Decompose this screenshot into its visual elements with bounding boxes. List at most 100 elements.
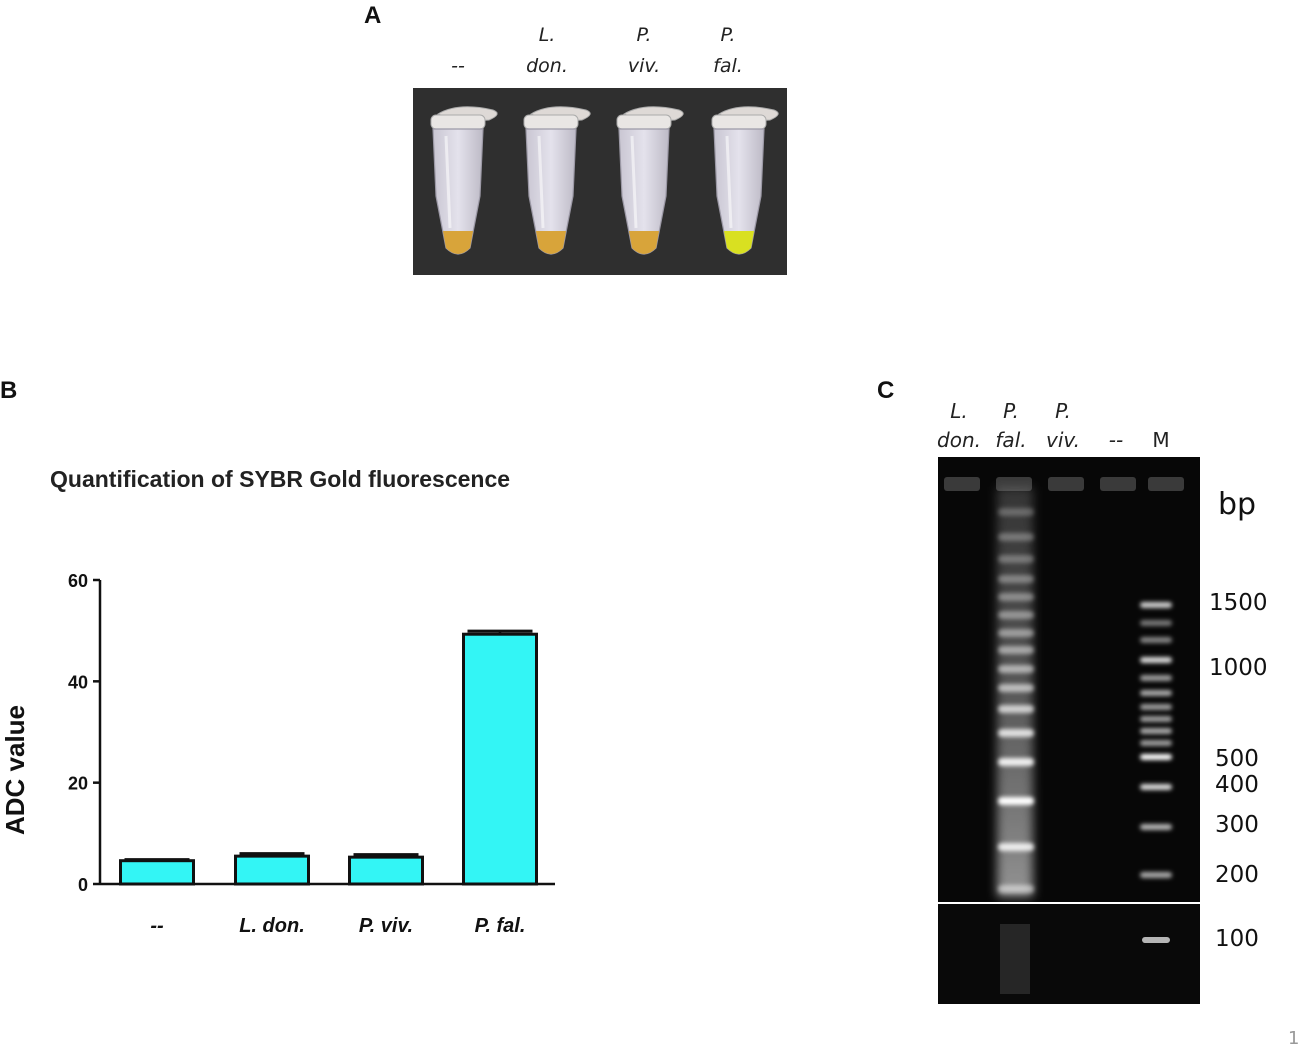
gel-band <box>998 758 1034 766</box>
marker-band <box>1140 637 1172 643</box>
marker-band <box>1140 728 1172 734</box>
marker-band <box>1140 754 1172 760</box>
x-tick-label: L. don. <box>239 915 305 937</box>
y-tick-label: 60 <box>68 571 88 591</box>
marker-label-100: 100 <box>1215 926 1259 952</box>
tube-1 <box>430 106 498 255</box>
gel-band <box>998 797 1034 805</box>
marker-label-300: 300 <box>1215 812 1259 838</box>
tube-label-p-viv: P. viv. <box>609 20 679 82</box>
gel-well <box>1048 477 1084 491</box>
marker-band <box>1140 704 1172 710</box>
x-tick-label: P. viv. <box>359 915 413 937</box>
tube-label-line2: fal. <box>713 55 743 77</box>
tube-label-line1: P. <box>636 24 652 46</box>
lane-label-l-don: L. don. <box>929 397 989 455</box>
gel-image-upper <box>938 457 1200 902</box>
gel-smear-lower <box>1000 924 1030 994</box>
marker-label-500: 500 <box>1215 746 1259 772</box>
lane-label-line1: P. <box>1003 399 1019 423</box>
lane-label-line2: -- <box>1108 428 1124 452</box>
chart-marks: 0 20 40 60 -- L. don. P. viv. P. fal. <box>68 571 555 937</box>
marker-band-100 <box>1142 937 1170 943</box>
gel-lower-svg <box>1000 924 1170 994</box>
gel-band <box>998 533 1034 541</box>
panel-c-letter: C <box>877 377 895 404</box>
gel-upper-svg <box>944 477 1184 897</box>
chart-title: Quantification of SYBR Gold fluorescence <box>50 466 510 492</box>
gel-band <box>998 575 1034 583</box>
marker-band <box>1140 824 1172 830</box>
tube-photo <box>413 88 787 275</box>
gel-band <box>998 665 1034 673</box>
gel-band <box>998 611 1034 619</box>
gel-band <box>998 646 1034 654</box>
panel-a-letter: A <box>364 2 382 29</box>
gel-band <box>998 629 1034 637</box>
tube-label-line2: don. <box>526 55 568 77</box>
page-number: 1 <box>1288 1028 1299 1049</box>
panel-b-letter: B <box>0 377 18 404</box>
tube-2 <box>523 106 591 255</box>
marker-band <box>1140 740 1172 746</box>
tube-4 <box>711 106 779 255</box>
y-axis-label: ADC value <box>0 705 30 835</box>
bar-chart: Quantification of SYBR Gold fluorescence… <box>0 466 555 937</box>
y-tick-label: 20 <box>68 774 88 794</box>
tube-label-p-fal: P. fal. <box>693 20 763 82</box>
marker-band <box>1140 620 1172 626</box>
lane-label-line1 <box>1131 397 1191 426</box>
x-tick-label: P. fal. <box>475 915 526 937</box>
tube-photo-svg <box>430 106 779 255</box>
lane-label-line2: fal. <box>995 428 1027 452</box>
gel-well <box>1100 477 1136 491</box>
lane-label-negative: -- <box>1086 397 1146 455</box>
marker-band <box>1140 675 1172 681</box>
marker-label-1500: 1500 <box>1209 590 1268 616</box>
lane-label-line2: viv. <box>1046 428 1080 452</box>
lane-label-p-fal: P. fal. <box>981 397 1041 455</box>
gel-well <box>944 477 980 491</box>
marker-band <box>1140 784 1172 790</box>
bar-2 <box>234 854 310 886</box>
y-tick-label: 40 <box>68 672 88 692</box>
x-tick-label: -- <box>150 915 164 937</box>
marker-band <box>1140 716 1172 722</box>
tube-label-line1: L. <box>538 24 556 46</box>
gel-band <box>998 555 1034 563</box>
bar-3 <box>348 855 424 886</box>
lane-label-line1: P. <box>1055 399 1071 423</box>
marker-band <box>1140 872 1172 878</box>
marker-label-1000: 1000 <box>1209 655 1268 681</box>
lane-label-line1: L. <box>950 399 968 423</box>
lane-label-marker: M <box>1131 397 1191 455</box>
tube-label-line1 <box>423 20 493 51</box>
gel-band <box>998 729 1034 737</box>
lane-label-line2: don. <box>937 428 981 452</box>
marker-label-400: 400 <box>1215 772 1259 798</box>
marker-band <box>1140 690 1172 696</box>
gel-band <box>998 843 1034 851</box>
tube-label-line2: -- <box>451 55 465 77</box>
tube-3 <box>616 106 684 255</box>
bp-unit-label: bp <box>1218 487 1257 522</box>
lane-label-p-viv: P. viv. <box>1033 397 1093 455</box>
bar-1 <box>119 859 195 886</box>
tube-label-line1: P. <box>720 24 736 46</box>
gel-well <box>1148 477 1184 491</box>
tube-label-line2: viv. <box>627 55 661 77</box>
gel-image-lower <box>938 904 1200 1004</box>
marker-band <box>1140 602 1172 608</box>
gel-band <box>998 508 1034 516</box>
gel-band <box>998 593 1034 601</box>
lane-label-line2: M <box>1152 428 1170 452</box>
gel-band <box>998 684 1034 692</box>
gel-band <box>998 705 1034 713</box>
marker-label-200: 200 <box>1215 862 1259 888</box>
bar-4 <box>462 632 538 886</box>
marker-band <box>1140 657 1172 663</box>
tube-label-l-don: L. don. <box>512 20 582 82</box>
y-tick-label: 0 <box>78 875 88 895</box>
tube-label-negative: -- <box>423 20 493 82</box>
gel-band <box>998 885 1034 893</box>
